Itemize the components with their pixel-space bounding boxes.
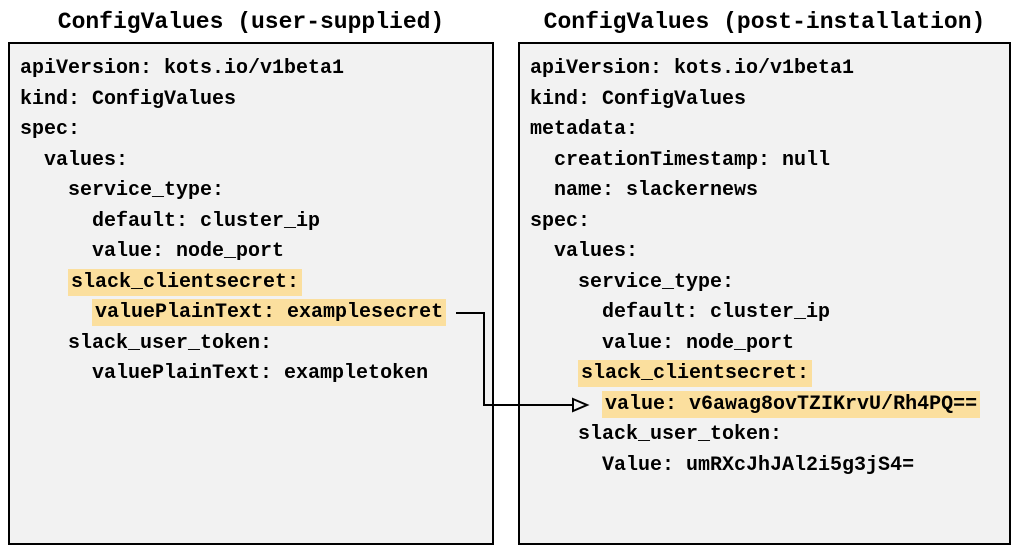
code-line: spec: xyxy=(530,207,1009,238)
code-text: creationTimestamp: null xyxy=(554,148,831,172)
indent xyxy=(530,362,578,385)
code-line-slack-clientsecret: slack_clientsecret: xyxy=(20,268,492,299)
code-line: value: node_port xyxy=(20,237,492,268)
code-text: spec: xyxy=(530,209,591,233)
indent xyxy=(20,271,68,294)
code-line: slack_user_token: xyxy=(20,329,492,360)
code-line: default: cluster_ip xyxy=(530,298,1009,329)
code-line: kind: ConfigValues xyxy=(20,85,492,116)
code-text: Value: umRXcJhJAl2i5g3jS4= xyxy=(602,453,915,477)
code-text: valuePlainText: exampletoken xyxy=(92,362,429,385)
code-line: values: xyxy=(20,146,492,177)
code-line: service_type: xyxy=(20,176,492,207)
code-line: apiVersion: kots.io/v1beta1 xyxy=(20,54,492,85)
code-line: values: xyxy=(530,237,1009,268)
indent xyxy=(530,454,602,477)
highlighted-code-text: value: v6awag8ovTZIKrvU/Rh4PQ== xyxy=(602,390,981,418)
indent xyxy=(530,301,602,324)
code-line-encrypted-value: value: v6awag8ovTZIKrvU/Rh4PQ== xyxy=(530,390,1009,421)
indent xyxy=(20,179,68,202)
code-line: service_type: xyxy=(530,268,1009,299)
indent xyxy=(20,149,44,172)
code-line: creationTimestamp: null xyxy=(530,146,1009,177)
code-text: default: cluster_ip xyxy=(602,301,831,324)
code-text: values: xyxy=(44,148,129,172)
indent xyxy=(20,332,68,355)
code-text: apiVersion: kots.io/v1beta1 xyxy=(530,57,855,80)
code-line-slack-clientsecret: slack_clientsecret: xyxy=(530,359,1009,390)
code-line: slack_user_token: xyxy=(530,420,1009,451)
indent xyxy=(530,332,602,355)
code-text: slack_user_token: xyxy=(68,331,273,355)
code-text: kind: ConfigValues xyxy=(20,87,237,111)
code-text: service_type: xyxy=(68,179,225,202)
code-line: kind: ConfigValues xyxy=(530,85,1009,116)
highlighted-code-text: slack_clientsecret: xyxy=(578,360,813,387)
code-line-valueplaintext-secret: valuePlainText: examplesecret xyxy=(20,298,492,329)
post-installation-config-panel: apiVersion: kots.io/v1beta1 kind: Config… xyxy=(518,42,1011,545)
left-panel-title: ConfigValues (user-supplied) xyxy=(57,9,445,35)
highlighted-code-text: valuePlainText: examplesecret xyxy=(92,299,447,326)
code-text: metadata: xyxy=(530,118,639,141)
indent xyxy=(20,210,92,233)
code-line: valuePlainText: exampletoken xyxy=(20,359,492,390)
code-text: apiVersion: kots.io/v1beta1 xyxy=(20,57,345,80)
code-text: name: slackernews xyxy=(554,179,759,202)
indent xyxy=(20,240,92,263)
code-line: metadata: xyxy=(530,115,1009,146)
indent xyxy=(530,240,554,263)
right-panel-title: ConfigValues (post-installation) xyxy=(543,9,986,35)
code-text: kind: ConfigValues xyxy=(530,87,747,111)
code-text: default: cluster_ip xyxy=(92,209,321,233)
code-text: spec: xyxy=(20,118,81,141)
code-line: value: node_port xyxy=(530,329,1009,360)
indent xyxy=(530,179,554,202)
code-text: value: node_port xyxy=(92,240,285,263)
code-line: apiVersion: kots.io/v1beta1 xyxy=(530,54,1009,85)
indent xyxy=(20,301,92,324)
code-text: service_type: xyxy=(578,270,735,294)
code-line: default: cluster_ip xyxy=(20,207,492,238)
highlighted-code-text: slack_clientsecret: xyxy=(68,268,303,296)
code-line: Value: umRXcJhJAl2i5g3jS4= xyxy=(530,451,1009,482)
indent xyxy=(530,271,578,294)
indent xyxy=(20,362,92,385)
indent xyxy=(530,149,554,172)
indent xyxy=(530,423,578,446)
code-line: spec: xyxy=(20,115,492,146)
code-line: name: slackernews xyxy=(530,176,1009,207)
code-text: values: xyxy=(554,240,639,263)
code-text: slack_user_token: xyxy=(578,423,783,446)
user-supplied-config-panel: apiVersion: kots.io/v1beta1 kind: Config… xyxy=(8,42,494,545)
code-text: value: node_port xyxy=(602,331,795,355)
indent xyxy=(530,393,602,416)
